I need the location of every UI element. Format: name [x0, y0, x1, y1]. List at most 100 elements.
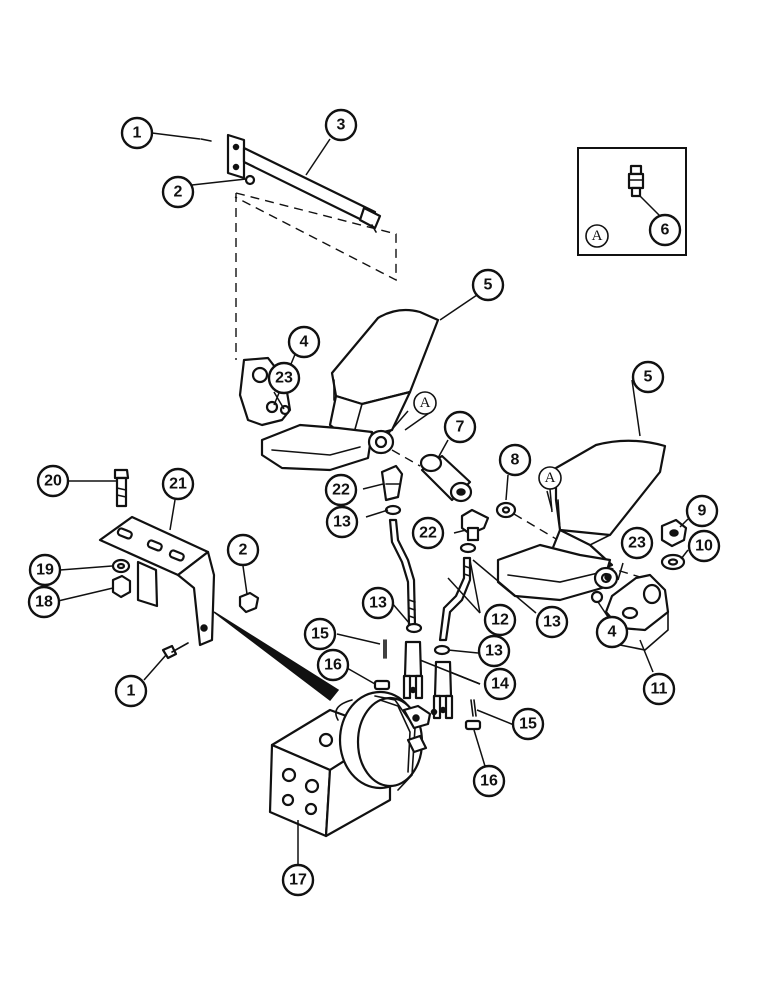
callout-5: 5 — [631, 360, 665, 394]
svg-text:17: 17 — [289, 872, 307, 889]
pivot-axis-line — [513, 513, 651, 581]
detail-marker-a-box: A — [585, 224, 609, 248]
clevis-right — [432, 660, 454, 720]
svg-text:18: 18 — [35, 594, 53, 611]
svg-text:4: 4 — [300, 334, 309, 351]
callout-7: 7 — [443, 410, 477, 444]
callout-20: 20 — [36, 464, 70, 498]
callout-18: 18 — [27, 585, 61, 619]
mounting-indicator — [213, 611, 340, 702]
svg-text:20: 20 — [44, 473, 62, 490]
callout-4: 4 — [287, 325, 321, 359]
svg-text:8: 8 — [511, 452, 520, 469]
svg-text:5: 5 — [484, 277, 493, 294]
svg-text:5: 5 — [644, 369, 653, 386]
clevis-pin-16 — [373, 679, 391, 691]
svg-text:7: 7 — [456, 419, 465, 436]
nut-4-left — [265, 400, 279, 414]
svg-text:9: 9 — [698, 503, 707, 520]
svg-text:14: 14 — [491, 676, 509, 693]
clevis-pin-16 — [464, 719, 482, 731]
push-rod-right — [438, 542, 477, 642]
callout-21: 21 — [161, 467, 195, 501]
left-pedal — [238, 308, 440, 472]
svg-text:13: 13 — [333, 514, 351, 531]
svg-text:22: 22 — [419, 525, 437, 542]
bolt-20 — [113, 468, 130, 508]
svg-text:2: 2 — [239, 542, 248, 559]
svg-text:22: 22 — [332, 482, 350, 499]
svg-text:6: 6 — [661, 222, 670, 239]
svg-text:13: 13 — [369, 595, 387, 612]
clevis-left — [402, 640, 424, 700]
cotter-pin-15 — [470, 699, 474, 717]
callout-3: 3 — [324, 108, 358, 142]
svg-text:21: 21 — [169, 476, 187, 493]
callout-1: 1 — [114, 674, 148, 708]
lockwasher-23-right — [604, 573, 612, 581]
svg-text:13: 13 — [543, 614, 561, 631]
svg-text:19: 19 — [36, 562, 54, 579]
callout-1: 1 — [120, 116, 154, 150]
svg-text:16: 16 — [324, 657, 342, 674]
callout-22: 22 — [324, 473, 358, 507]
svg-text:A: A — [545, 470, 556, 486]
svg-text:15: 15 — [519, 716, 537, 733]
jam-nut-13 — [433, 644, 451, 656]
svg-text:1: 1 — [133, 125, 142, 142]
callout-13: 13 — [325, 505, 359, 539]
callout-5: 5 — [471, 268, 505, 302]
callout-22: 22 — [411, 516, 445, 550]
svg-text:3: 3 — [337, 117, 346, 134]
callout-14: 14 — [483, 667, 517, 701]
svg-text:A: A — [420, 395, 431, 411]
leader-6 — [639, 195, 663, 219]
callout-6: 6 — [648, 213, 682, 247]
svg-text:13: 13 — [485, 643, 503, 660]
callout-4: 4 — [595, 615, 629, 649]
svg-text:12: 12 — [491, 612, 509, 629]
pivot-axis-line — [391, 449, 421, 467]
callout-2: 2 — [161, 175, 195, 209]
callout-19: 19 — [28, 553, 62, 587]
assembly-line — [234, 192, 397, 282]
callout-16: 16 — [472, 764, 506, 798]
callout-13: 13 — [477, 634, 511, 668]
svg-text:15: 15 — [311, 626, 329, 643]
svg-text:11: 11 — [651, 681, 668, 698]
elbow-fitting-right — [460, 508, 490, 542]
mounting-bracket — [98, 515, 216, 647]
nut-4-right — [590, 590, 604, 604]
callout-15: 15 — [303, 617, 337, 651]
detail-marker-a-right: A — [538, 466, 562, 490]
svg-text:2: 2 — [174, 184, 183, 201]
callout-13: 13 — [361, 586, 395, 620]
callout-12: 12 — [483, 603, 517, 637]
nut-18 — [111, 574, 132, 599]
bolt-1-top — [200, 138, 212, 142]
callout-10: 10 — [687, 529, 721, 563]
svg-text:A: A — [592, 228, 603, 244]
callout-8: 8 — [498, 443, 532, 477]
brake-valve — [268, 690, 438, 838]
callout-17: 17 — [281, 863, 315, 897]
svg-text:23: 23 — [628, 535, 646, 552]
callout-9: 9 — [685, 494, 719, 528]
svg-text:1: 1 — [127, 683, 136, 700]
callout-23: 23 — [620, 526, 654, 560]
callout-16: 16 — [316, 648, 350, 682]
bolt-1-lower — [161, 642, 189, 660]
callout-2: 2 — [226, 533, 260, 567]
detail-marker-a-left: A — [413, 391, 437, 415]
leader-a-right — [549, 488, 553, 513]
svg-text:23: 23 — [275, 370, 293, 387]
callout-23: 23 — [267, 361, 301, 395]
washer-2-top — [244, 174, 256, 186]
callout-15: 15 — [511, 707, 545, 741]
jam-nut-13 — [405, 622, 423, 634]
callout-11: 11 — [642, 672, 676, 706]
callout-13: 13 — [535, 605, 569, 639]
nut-2 — [238, 591, 260, 614]
pivot-shaft — [226, 133, 382, 233]
